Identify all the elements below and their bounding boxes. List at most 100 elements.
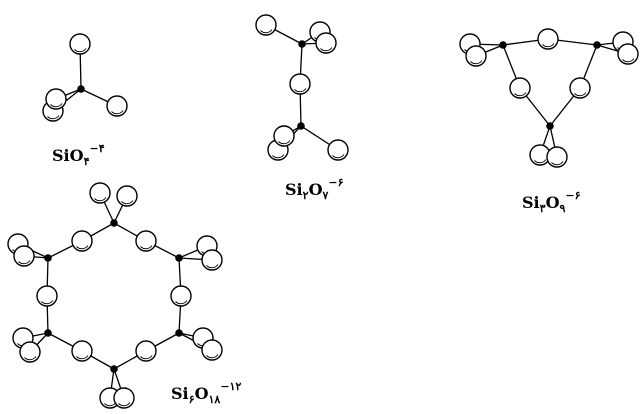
oxygen-shading bbox=[294, 88, 307, 93]
oxygen-sphere bbox=[255, 14, 277, 36]
oxygen-atom bbox=[106, 95, 128, 117]
oxygen-shading bbox=[551, 161, 564, 166]
oxygen-sphere bbox=[617, 43, 639, 65]
silicon-atom bbox=[110, 219, 118, 227]
oxygen-atom bbox=[273, 125, 295, 147]
silicon-atom bbox=[110, 365, 118, 373]
oxygen-atom bbox=[201, 249, 223, 271]
oxygen-atom bbox=[116, 185, 138, 207]
oxygen-sphere bbox=[135, 230, 157, 252]
silicon-atom bbox=[175, 329, 183, 337]
oxygen-sphere bbox=[273, 125, 295, 147]
oxygen-sphere bbox=[69, 33, 91, 55]
oxygen-shading bbox=[41, 300, 54, 305]
oxygen-atom bbox=[255, 14, 277, 36]
oxygen-shading bbox=[18, 260, 31, 265]
oxygen-sphere bbox=[135, 340, 157, 362]
oxygen-shading bbox=[140, 355, 153, 360]
oxygen-shading bbox=[118, 402, 131, 407]
oxygen-shading bbox=[74, 48, 87, 53]
oxygen-sphere bbox=[106, 95, 128, 117]
oxygen-shading bbox=[574, 92, 587, 97]
oxygen-atom bbox=[546, 146, 568, 168]
formula-si3o9: Si۳O۹−۶ bbox=[522, 189, 581, 215]
oxygen-atom bbox=[71, 230, 93, 252]
silicon-atom bbox=[77, 85, 85, 93]
oxygen-shading bbox=[206, 264, 219, 269]
oxygen-sphere bbox=[13, 245, 35, 267]
oxygen-shading bbox=[206, 354, 219, 359]
oxygen-atom bbox=[113, 387, 135, 409]
oxygen-shading bbox=[121, 200, 134, 205]
oxygen-shading bbox=[332, 154, 345, 159]
silicon-atom bbox=[546, 122, 554, 130]
oxygen-sphere bbox=[36, 285, 58, 307]
oxygen-atom bbox=[135, 230, 157, 252]
oxygen-shading bbox=[278, 140, 291, 145]
oxygen-sphere bbox=[537, 28, 559, 50]
oxygen-sphere bbox=[116, 185, 138, 207]
silicon-atom bbox=[44, 254, 52, 262]
oxygen-atom bbox=[71, 340, 93, 362]
oxygen-shading bbox=[111, 110, 124, 115]
oxygen-sphere bbox=[201, 249, 223, 271]
oxygen-sphere bbox=[71, 230, 93, 252]
oxygen-shading bbox=[470, 60, 483, 65]
oxygen-atom bbox=[19, 341, 41, 363]
oxygen-sphere bbox=[569, 77, 591, 99]
oxygen-sphere bbox=[465, 45, 487, 67]
oxygen-atom bbox=[465, 45, 487, 67]
oxygen-atom bbox=[45, 88, 67, 110]
oxygen-sphere bbox=[315, 32, 337, 54]
oxygen-shading bbox=[534, 159, 547, 164]
si3o9-ring bbox=[459, 28, 639, 168]
oxygen-sphere bbox=[113, 387, 135, 409]
oxygen-shading bbox=[272, 154, 285, 159]
oxygen-atom bbox=[36, 285, 58, 307]
oxygen-sphere bbox=[45, 88, 67, 110]
silicon-atom bbox=[593, 41, 601, 49]
oxygen-shading bbox=[140, 245, 153, 250]
oxygen-atom bbox=[327, 139, 349, 161]
oxygen-shading bbox=[320, 47, 333, 52]
oxygen-shading bbox=[175, 300, 188, 305]
oxygen-sphere bbox=[170, 285, 192, 307]
oxygen-atom bbox=[135, 340, 157, 362]
oxygen-atom bbox=[69, 33, 91, 55]
si6o18-ring bbox=[7, 182, 223, 409]
oxygen-shading bbox=[514, 92, 527, 97]
oxygen-sphere bbox=[89, 182, 111, 204]
oxygen-shading bbox=[260, 29, 273, 34]
oxygen-shading bbox=[47, 115, 60, 120]
oxygen-sphere bbox=[327, 139, 349, 161]
si2o7-structure bbox=[255, 14, 349, 161]
silicon-atom bbox=[298, 40, 306, 48]
oxygen-atom bbox=[89, 182, 111, 204]
oxygen-shading bbox=[50, 103, 63, 108]
oxygen-shading bbox=[76, 355, 89, 360]
formula-si2o7: Si۲O۷−۶ bbox=[285, 176, 344, 202]
oxygen-shading bbox=[24, 356, 37, 361]
oxygen-sphere bbox=[19, 341, 41, 363]
oxygen-sphere bbox=[509, 77, 531, 99]
silicon-atom bbox=[297, 122, 305, 130]
oxygen-atom bbox=[289, 73, 311, 95]
oxygen-atom bbox=[170, 285, 192, 307]
sio4-tetrahedron bbox=[42, 33, 128, 122]
oxygen-shading bbox=[76, 245, 89, 250]
oxygen-atom bbox=[509, 77, 531, 99]
oxygen-sphere bbox=[201, 339, 223, 361]
oxygen-atom bbox=[617, 43, 639, 65]
silicon-atom bbox=[499, 41, 507, 49]
oxygen-atom bbox=[315, 32, 337, 54]
oxygen-atom bbox=[201, 339, 223, 361]
oxygen-sphere bbox=[71, 340, 93, 362]
oxygen-shading bbox=[94, 197, 107, 202]
oxygen-atom bbox=[569, 77, 591, 99]
silicon-atom bbox=[44, 329, 52, 337]
silicon-atom bbox=[175, 254, 183, 262]
oxygen-shading bbox=[542, 43, 555, 48]
oxygen-atom bbox=[537, 28, 559, 50]
oxygen-sphere bbox=[289, 73, 311, 95]
